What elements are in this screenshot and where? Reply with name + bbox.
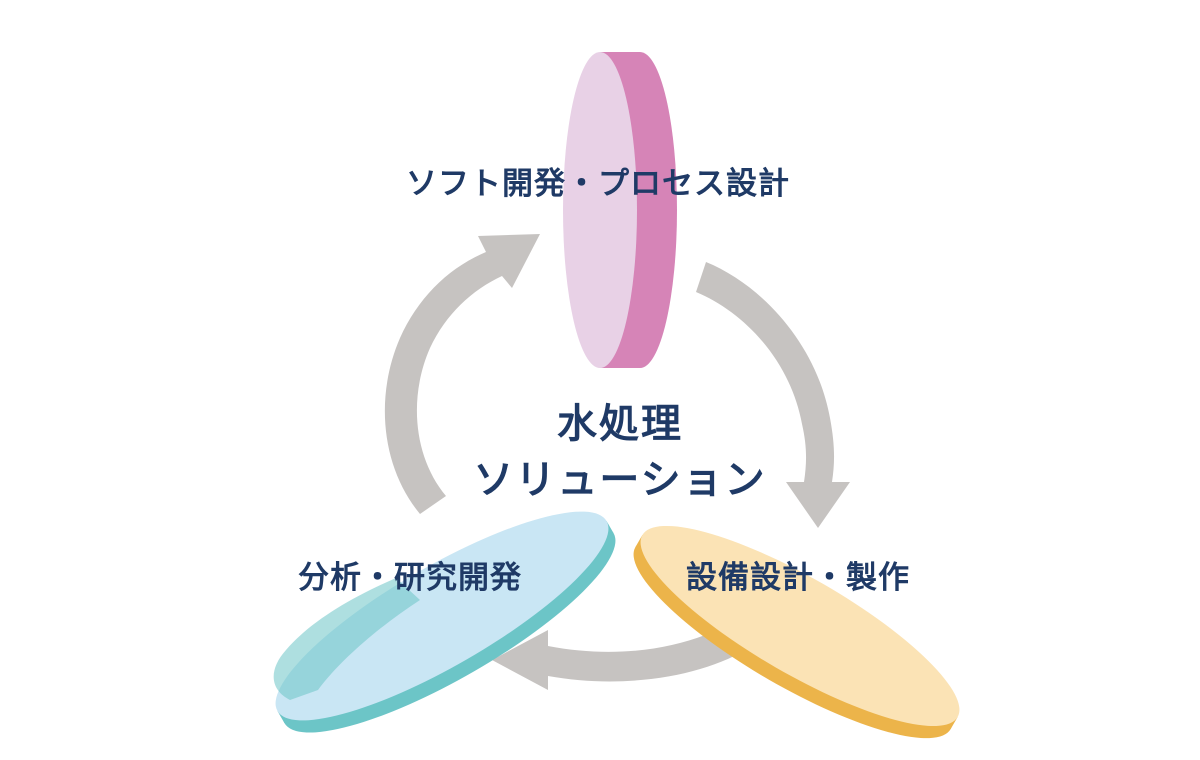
disc-top-face <box>563 52 637 368</box>
disc-left-face <box>275 511 609 721</box>
node-label-left: 分析・研究開発 <box>298 560 522 596</box>
center-title: 水処理 ソリューション <box>420 396 820 508</box>
arrow-top-to-right <box>696 262 850 528</box>
disc-top <box>563 52 677 368</box>
disc-right <box>633 525 960 739</box>
disc-left-shade <box>273 578 420 700</box>
center-title-line2: ソリューション <box>473 457 767 503</box>
disc-left <box>273 511 616 733</box>
node-label-top: ソフト開発・プロセス設計 <box>406 166 790 202</box>
node-label-right: 設備設計・製作 <box>686 560 910 596</box>
disc-right-face <box>640 525 960 727</box>
center-title-line1: 水処理 <box>557 401 683 447</box>
cycle-arrows <box>384 234 850 690</box>
arrow-left-to-top <box>384 234 540 514</box>
arrow-right-to-left <box>492 620 752 690</box>
